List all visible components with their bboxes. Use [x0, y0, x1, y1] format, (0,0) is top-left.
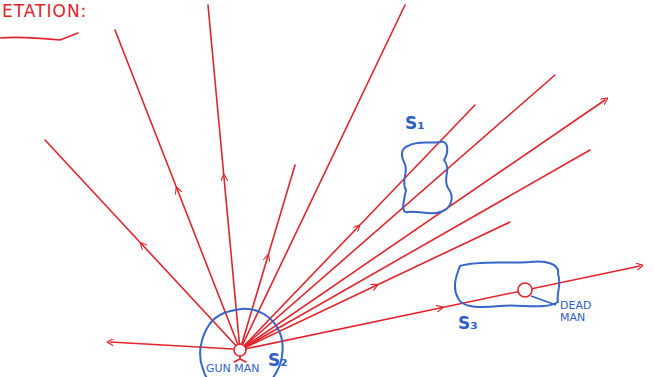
gaussian-surface: S₃: [450, 258, 565, 310]
gaussian-surface: S₁: [400, 140, 458, 216]
field-ray: [45, 140, 240, 350]
field-ray: [240, 5, 405, 350]
field-ray: [115, 30, 240, 350]
surface-label: S₃: [458, 314, 478, 333]
surface-label: S₁: [405, 114, 425, 133]
field-ray: [240, 100, 605, 350]
field-ray: [110, 342, 233, 349]
surface-outline-path: [402, 142, 452, 214]
heading-text: ETATION:: [2, 2, 87, 21]
field-ray: [240, 75, 555, 350]
field-ray: [240, 222, 510, 350]
field-ray: [240, 150, 590, 350]
dead-man-symbol: [518, 283, 532, 297]
field-ray: [240, 266, 640, 350]
surface-outline: [400, 140, 458, 216]
gunman-head: [234, 344, 246, 356]
gunman-body: [234, 356, 246, 362]
figure-label: DEAD MAN: [560, 300, 612, 324]
surface-label: S₂: [268, 351, 288, 370]
field-ray: [240, 105, 475, 350]
figure-label: GUN MAN: [206, 363, 260, 375]
title-underline: [0, 33, 78, 40]
surface-outline: [450, 258, 565, 310]
surface-outline-path: [455, 262, 559, 308]
field-ray: [208, 5, 240, 350]
